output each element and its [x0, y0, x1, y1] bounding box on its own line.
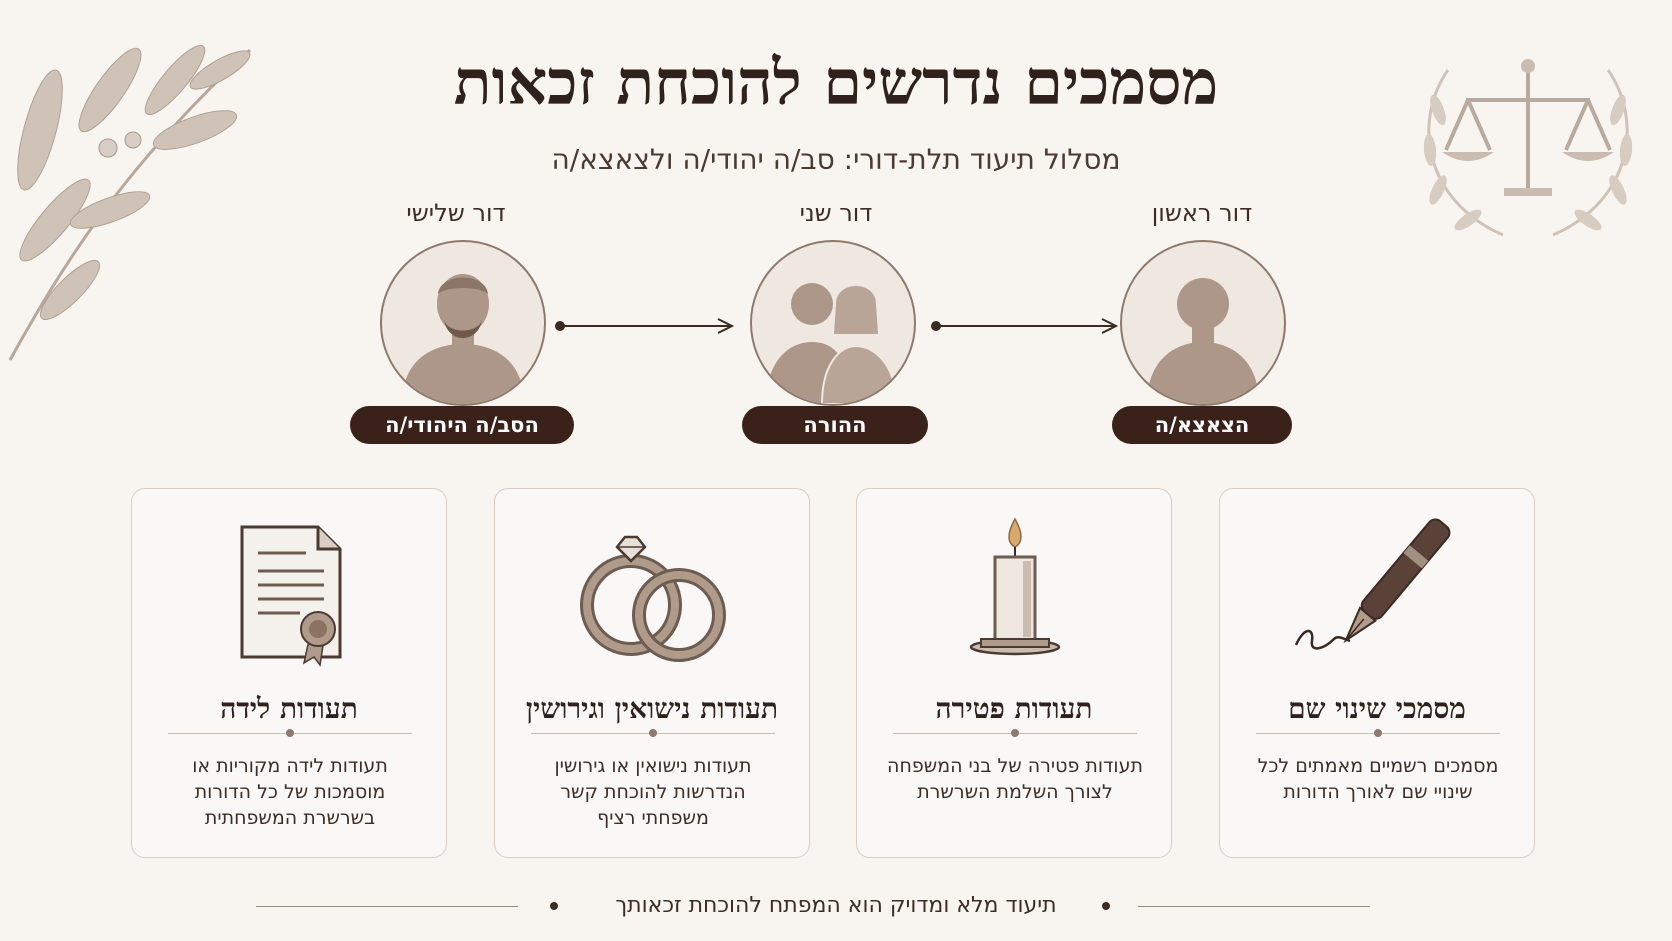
grandparent-person-icon — [1147, 278, 1259, 404]
card-title-death-certificates: תעודות פטירה — [935, 692, 1093, 725]
arrow-first-to-second — [555, 318, 735, 334]
footer-line-left — [256, 906, 518, 907]
arrow-second-to-third — [931, 318, 1119, 334]
card-divider-dot — [649, 729, 657, 737]
generation-label-second: דור שני — [799, 199, 873, 227]
card-divider-dot — [1374, 729, 1382, 737]
card-description-marriage-divorce: תעודות נישואין או גירושין הנדרשות להוכחת… — [554, 755, 752, 829]
page-subtitle: מסלול תיעוד תלת-דורי: סב/ה יהודי/ה ולצאצ… — [551, 143, 1121, 176]
generation-label-third: דור שלישי — [406, 199, 506, 227]
card-death-certificates: תעודות פטירה תעודות פטירה של בני המשפחה … — [856, 488, 1172, 858]
first-generation-portrait — [1120, 240, 1286, 406]
role-badge-parent: ההורה — [742, 406, 928, 444]
wedding-rings-icon — [580, 535, 726, 662]
footer-dot-left — [550, 902, 558, 910]
card-birth-certificates: תעודות לידה תעודות לידה מקוריות או מוסמכ… — [131, 488, 447, 858]
fountain-pen-icon — [1294, 518, 1451, 650]
card-description-birth-certificates: תעודות לידה מקוריות או מוסמכות של כל הדו… — [192, 755, 388, 829]
card-description-name-change: מסמכים רשמיים מאמתים לכל שינויי שם לאורך… — [1257, 755, 1499, 803]
candle-icon — [969, 517, 1061, 656]
card-divider-dot — [1011, 729, 1019, 737]
footer-line-right — [1138, 906, 1370, 907]
generation-label-first: דור ראשון — [1151, 199, 1253, 227]
card-description-death-certificates: תעודות פטירה של בני המשפחה לצורך השלמת ה… — [887, 755, 1143, 803]
second-generation-portrait — [750, 240, 916, 406]
page-title: מסמכים נדרשים להוכחת זכאות — [453, 46, 1219, 119]
card-marriage-divorce: תעודות נישואין וגירושין תעודות נישואין א… — [494, 488, 810, 858]
role-badge-descendant: הצאצא/ה — [1112, 406, 1292, 444]
card-title-birth-certificates: תעודות לידה — [220, 692, 358, 725]
footer-tagline: תיעוד מלא ומדויק הוא המפתח להוכחת זכאותך — [615, 893, 1057, 918]
card-divider-dot — [286, 729, 294, 737]
olive-branch-icon — [8, 44, 252, 361]
child-person-icon — [402, 274, 524, 404]
third-generation-portrait — [380, 240, 546, 406]
role-badge-jewish-grandparent: הסב/ה היהודי/ה — [350, 406, 574, 444]
card-name-change: מסמכי שינוי שם מסמכים רשמיים מאמתים לכל … — [1219, 488, 1535, 858]
card-title-marriage-divorce: תעודות נישואין וגירושין — [525, 692, 779, 725]
card-title-name-change: מסמכי שינוי שם — [1288, 692, 1466, 725]
scales-of-justice-icon — [1423, 59, 1633, 237]
footer-dot-right — [1102, 902, 1110, 910]
birth-certificate-icon — [240, 525, 342, 667]
parents-couple-icon — [766, 283, 898, 404]
